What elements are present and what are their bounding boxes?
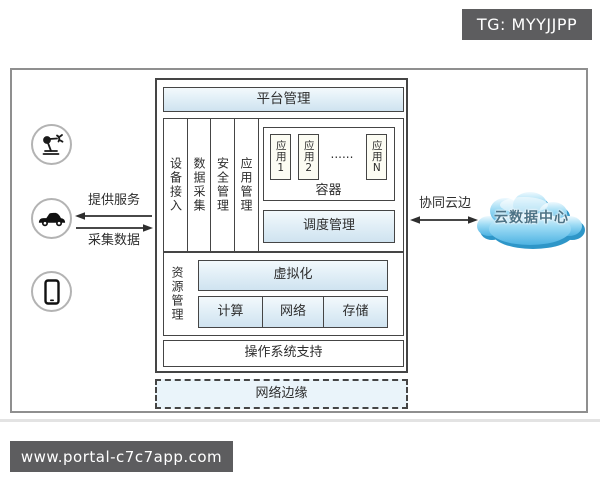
apps-ellipsis: ...... [330,147,354,162]
app-2-box: 应用2 [298,134,319,180]
app-1-box: 应用1 [270,134,291,180]
device-circle-robot [31,124,72,165]
provide-service-arrow [74,211,154,221]
column-device-access-label: 设备接入 [168,157,183,213]
frame-shadow-line [0,419,600,422]
collect-data-label: 采集数据 [87,232,140,248]
tg-watermark-badge: TG: MYYJJPP [462,9,592,40]
resource-management-label-cell: 资源管理 [165,254,189,334]
column-security-management: 安全管理 [210,118,235,252]
container-box: 应用1 应用2 ...... 应用N 容器 [263,127,395,201]
compute-box: 计算 [198,296,263,328]
resource-management-label: 资源管理 [170,266,184,322]
column-application-management: 应用管理 [233,118,259,252]
storage-box: 存储 [323,296,388,328]
virtualization-box: 虚拟化 [198,260,388,291]
cloud-edge-collaboration-label: 协同云边 [418,195,471,211]
app-1-label: 应用1 [274,139,287,175]
cloud-icon [474,188,588,252]
car-icon [37,209,67,229]
scheduling-management-box: 调度管理 [263,210,395,243]
device-circle-car [31,198,72,239]
robot-arm-icon [39,132,65,158]
platform-management-bar: 平台管理 [163,87,404,112]
network-edge-box: 网络边缘 [155,379,408,409]
column-security-management-label: 安全管理 [215,157,230,213]
provide-service-label: 提供服务 [87,192,140,208]
column-device-access: 设备接入 [163,118,188,252]
collect-data-arrow [74,223,154,233]
site-watermark-badge: www.portal-c7c7app.com [10,441,233,472]
network-box: 网络 [261,296,325,328]
os-support-bar: 操作系统支持 [163,340,404,367]
device-circle-phone [31,271,72,312]
app-n-label: 应用N [370,139,383,175]
smartphone-icon [43,278,60,305]
app-2-label: 应用2 [302,139,315,175]
cloud-datacenter-label: 云数据中心 [494,210,569,227]
column-application-management-label: 应用管理 [239,157,253,213]
column-data-collection: 数据采集 [186,118,212,252]
column-data-collection-label: 数据采集 [192,157,206,213]
container-label: 容器 [315,182,342,198]
cloud-edge-collaboration-arrow [409,214,479,226]
app-n-box: 应用N [366,134,387,180]
